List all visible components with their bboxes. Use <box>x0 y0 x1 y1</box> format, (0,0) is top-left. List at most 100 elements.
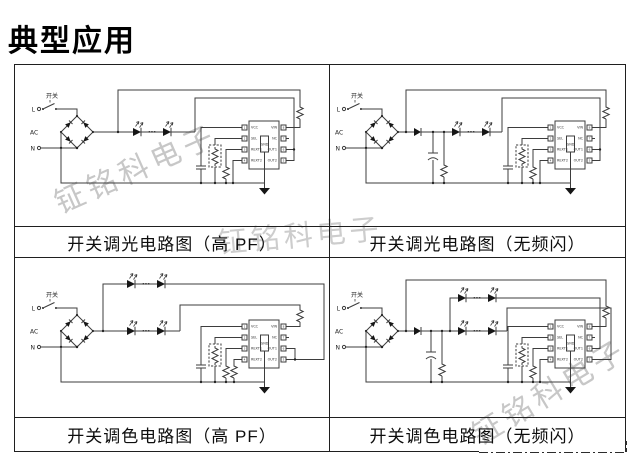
wire <box>232 160 239 183</box>
wire <box>521 138 545 145</box>
caption-text: 开关调光电路图（高 PF） <box>67 234 277 254</box>
wire <box>365 347 571 383</box>
junction-dots <box>404 329 542 384</box>
wire <box>200 326 239 365</box>
wire <box>595 149 601 161</box>
ac-input <box>335 92 399 153</box>
circuit-cell-dimming-flicker-free <box>330 65 625 226</box>
wire <box>521 337 545 344</box>
circuit-cell-dimming-high-pf <box>15 65 330 226</box>
electrolytic-capacitor <box>427 152 439 161</box>
wire <box>506 307 612 360</box>
wire <box>405 89 607 132</box>
circuit-diagram-color-high-pf <box>15 258 325 394</box>
sel-resistor <box>515 343 529 367</box>
caption-text: 开关调色电路图（无频闪） <box>369 427 586 446</box>
circuit-cell-color-flicker-free <box>330 258 625 417</box>
caption-text: 开关调光电路图（无频闪） <box>369 234 586 254</box>
caption-cell-dimming-flicker-free: 开关调光电路图（无频闪） <box>330 226 625 258</box>
ac-input <box>30 92 94 153</box>
wire <box>60 148 265 184</box>
driver-ic <box>544 319 596 369</box>
circuit-diagram-dimming-high-pf <box>15 89 304 195</box>
led-string <box>452 122 492 137</box>
wire <box>365 148 571 184</box>
wire <box>179 304 301 331</box>
wire <box>507 326 545 365</box>
wire <box>60 347 265 383</box>
wire <box>194 97 295 150</box>
capacitor <box>195 364 207 369</box>
wire <box>289 119 301 128</box>
wire <box>289 149 295 161</box>
wire <box>501 97 601 150</box>
wire <box>507 127 545 166</box>
junction-dots <box>101 329 297 384</box>
wire <box>289 322 301 327</box>
circuit-diagram-dimming-flicker-free <box>330 89 610 195</box>
ground <box>258 182 271 195</box>
wire <box>532 348 545 364</box>
vin-resistor <box>602 104 610 120</box>
caption-text: 开关调色电路图（高 PF） <box>67 427 277 446</box>
driver-ic <box>544 120 596 170</box>
led-string-lower <box>127 321 167 336</box>
junction-dots <box>404 130 602 185</box>
wire <box>289 348 296 360</box>
rext1-resistor <box>529 363 537 379</box>
vin-resistor <box>296 104 304 120</box>
wire <box>200 127 239 166</box>
wire <box>405 279 607 331</box>
led-string-upper <box>127 274 167 289</box>
led-string-lower <box>458 321 498 336</box>
ground <box>258 381 271 394</box>
vin-resistor <box>602 303 610 319</box>
wire <box>214 337 239 344</box>
wire <box>102 283 325 360</box>
capacitor <box>502 165 514 170</box>
led-string <box>133 122 173 137</box>
electrolytic-capacitor <box>425 351 437 360</box>
rext1-resistor <box>529 164 537 180</box>
typical-application-table: 开关调光电路图（高 PF） 开关调光电路图（无频闪） <box>14 64 626 452</box>
wire <box>532 149 545 165</box>
ground <box>564 381 577 394</box>
wire <box>595 318 607 327</box>
rext1-resistor <box>222 363 230 379</box>
wire <box>595 119 607 128</box>
rext1-resistor <box>222 164 230 180</box>
junction-dots <box>116 130 296 185</box>
wire <box>449 297 601 349</box>
wire <box>117 89 301 132</box>
dashed-border-segment <box>479 452 627 454</box>
ac-input <box>335 291 399 352</box>
sel-resistor <box>208 343 222 367</box>
driver-ic <box>238 319 290 369</box>
wire <box>539 160 545 183</box>
ground <box>564 182 577 195</box>
bleeder-resistor <box>438 361 446 377</box>
caption-cell-color-flicker-free: 开关调色电路图（无频闪） <box>330 417 625 451</box>
capacitor <box>502 364 514 369</box>
caption-cell-color-high-pf: 开关调色电路图（高 PF） <box>15 417 330 451</box>
wire <box>225 149 239 165</box>
led-string-upper <box>458 288 498 303</box>
wire <box>233 359 239 364</box>
driver-ic <box>238 120 290 170</box>
rext2-resistor <box>230 363 238 379</box>
capacitor <box>195 165 207 170</box>
ac-input <box>30 291 94 352</box>
caption-cell-dimming-high-pf: 开关调光电路图（高 PF） <box>15 226 330 258</box>
page-title: 典型应用 <box>8 25 136 58</box>
series-diode <box>413 326 422 336</box>
vin-resistor <box>296 307 304 323</box>
wire <box>214 138 239 145</box>
sel-resistor <box>515 144 529 168</box>
series-diode <box>413 127 422 137</box>
sel-resistor <box>208 144 222 168</box>
bleeder-resistor <box>440 162 448 178</box>
circuit-cell-color-high-pf <box>15 258 330 417</box>
dashed-border-corner <box>625 441 627 452</box>
wire <box>539 359 545 382</box>
